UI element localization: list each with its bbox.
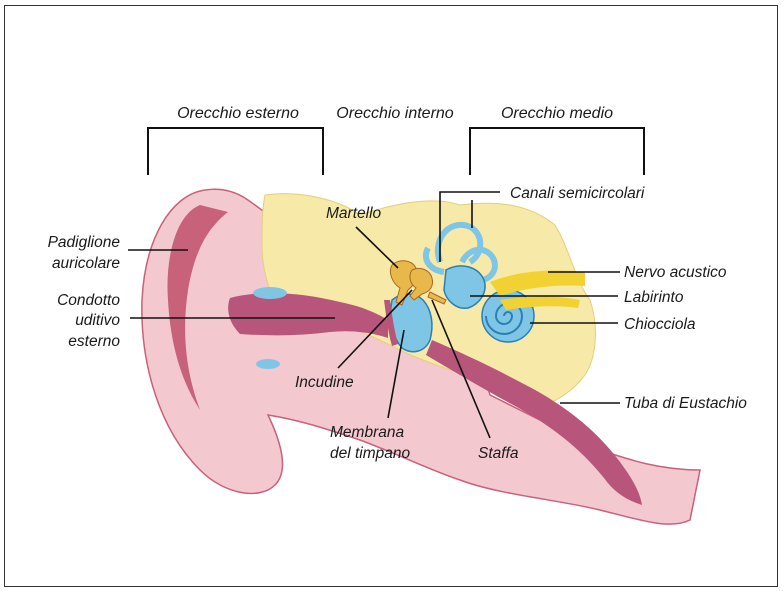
- section-bracket-internal: [470, 128, 644, 175]
- label-anvil: Incudine: [295, 374, 354, 391]
- label-hammer: Martello: [326, 205, 382, 222]
- label-pinna-line1: Padiglione: [48, 234, 121, 251]
- label-cochlea: Chiocciola: [624, 316, 696, 333]
- label-eardrum-line2: del timpano: [330, 445, 411, 462]
- label-pinna-line2: auricolare: [52, 255, 120, 272]
- bone-cavity: [253, 287, 287, 299]
- label-nerve: Nervo acustico: [624, 264, 727, 281]
- section-label-internal: Orecchio interno: [336, 105, 453, 122]
- bone-cavity: [256, 359, 280, 369]
- label-semicircular: Canali semicircolari: [510, 185, 645, 202]
- label-eardrum-line1: Membrana: [330, 424, 404, 441]
- section-label-external: Orecchio esterno: [177, 105, 299, 122]
- section-bracket-external: [148, 128, 323, 175]
- section-label-middle: Orecchio medio: [501, 105, 613, 122]
- label-stirrup: Staffa: [478, 445, 519, 462]
- label-eustachian: Tuba di Eustachio: [624, 395, 747, 412]
- label-canal-line2: uditivo: [75, 312, 120, 329]
- vestibule: [444, 266, 485, 308]
- label-canal-line1: Condotto: [57, 292, 120, 309]
- ear-illustration: [142, 189, 700, 524]
- label-labyrinth: Labirinto: [624, 289, 684, 306]
- label-canal-line3: esterno: [68, 333, 120, 350]
